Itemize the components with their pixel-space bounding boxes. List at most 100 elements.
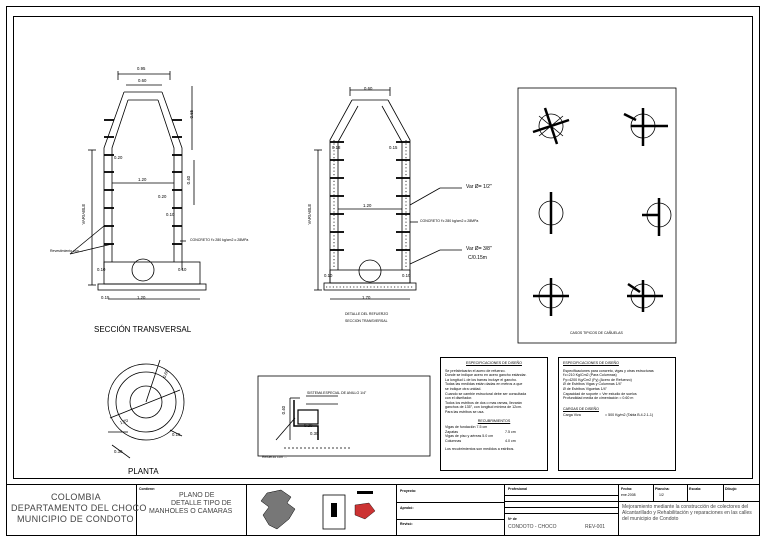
tapa-note1: SISTEMA ESPECIAL DE ANILLO 1/4": [307, 391, 367, 395]
spec2-row: Carga Viva= 500 Kg/m2 (Tabla B.4.2.1-1): [563, 413, 654, 418]
spec1-line: Para las estribos se usa.: [445, 409, 485, 414]
tb-firma-label: Profesional: [508, 487, 528, 491]
spec1-line: Donde se indique acero en acero gancho e…: [445, 373, 527, 378]
tb-fecha-value: ene.2008: [621, 493, 636, 497]
dim-bottom-right: 0.10: [178, 267, 187, 272]
spec1-rec-row: Vigas de fundación 7.5 cm: [445, 425, 488, 430]
variable-label: VARIABLE: [81, 203, 87, 225]
tb-content: Contiene: PLANO DE DETALLE TIPO DE MANHO…: [137, 485, 247, 536]
spec2-line: Fy=4200 Kg/Cm2 (Fy) (Acero de Refuerzo): [563, 377, 632, 382]
dr-concrete: CONCRETO f'c 280 kg/cm2 o 28MPa: [420, 219, 479, 223]
tapa-dim-d3: 0.30: [310, 431, 319, 436]
tb-entity-line2: DEPARTAMENTO DEL CHOCO: [11, 503, 147, 513]
planta-dim-d4: 0.30: [114, 449, 123, 454]
dim-top-outer: 0.95: [137, 66, 146, 71]
dr-dim-bottom-right: 0.10: [402, 273, 411, 278]
dim-top-side: 0.65: [189, 109, 195, 119]
seccion-transversal-title: SECCIÓN TRANSVERSAL: [94, 325, 192, 334]
dr-var2-line1: Var Ø= 3/8": [466, 246, 492, 252]
tb-dibujo-label: Dibujó:: [725, 487, 738, 491]
tb-approvals: Proyecto: Aprobó: Revisó:: [397, 485, 505, 536]
spec1-line: con el diseñador.: [445, 396, 473, 401]
spec2-line: Capacidad de soporte = Ver estudio de su…: [563, 391, 637, 396]
tb-matricula: CONDOTO - CHOCO: [508, 524, 557, 530]
tb-aprobo: Aprobó:: [400, 506, 414, 510]
tapa-note2: Refuerzo con ...: [262, 455, 287, 459]
tb-content-line2: DETALLE TIPO DE: [171, 500, 232, 507]
spec1-line: Todas las medidas están dadas en metros …: [445, 382, 523, 387]
spec1-subtitle: RECUBRIMIENTOS: [477, 418, 511, 423]
dr-dim-bottom-left: 0.10: [324, 273, 333, 278]
dr-variable-label: VARIABLE: [307, 203, 313, 225]
planta-dim-d3: 0.15: [172, 432, 181, 437]
tb-revision: REV-001: [585, 524, 606, 530]
dim-d1: 0.20: [114, 155, 123, 160]
dr-dim-base: 1.70: [362, 295, 371, 300]
tb-reviso: Revisó:: [400, 522, 413, 526]
detalle-tapa-drawing: [275, 395, 350, 449]
tapa-dim-d1: 0.40: [281, 405, 287, 415]
left-note: Revestimiento con ...: [50, 249, 83, 253]
detalle-tapa-frame: [257, 375, 431, 457]
tb-maps: [247, 485, 397, 536]
spec1-line: Se prefabricarán el acero de refuerzo.: [445, 368, 506, 373]
dr-title-line1: DETALLE DEL REFUERZO: [345, 312, 389, 316]
spec2-title: ESPECIFICACIONES DE DISEÑO: [563, 361, 619, 365]
tb-content-line3: MANHOLES O CAMARAS: [149, 508, 233, 515]
title-block: COLOMBIA DEPARTAMENTO DEL CHOCO MUNICIPI…: [7, 484, 759, 536]
dr-title-line2: SECCION TRANSVERSAL: [345, 319, 388, 323]
spec2-line: Especificaciones para concreto, vigas y …: [563, 368, 654, 373]
tb-signature: Profesional Nº de CONDOTO - CHOCO REV-00…: [505, 485, 619, 536]
dim-d2: 0.40: [186, 175, 192, 185]
spec1-line: Cuando se cambie estructural debe ser co…: [445, 391, 527, 396]
tb-plano-label: Plancha:: [655, 487, 670, 491]
dim-bottom-left: 0.10: [97, 267, 106, 272]
dim-top-inner: 0.60: [138, 78, 147, 83]
planta-title: PLANTA: [128, 467, 159, 476]
seccion-transversal-drawing: [69, 71, 207, 300]
drawing-area: [13, 16, 753, 479]
dr-dim-top: 0.60: [364, 86, 373, 91]
tb-plano-value: 1/2: [659, 493, 664, 497]
dr-dim-width: 1.20: [363, 203, 372, 208]
spec1-line: Todos los estribos de dos o mas ramas, l…: [445, 400, 522, 405]
tb-content-line1: PLANO DE: [179, 492, 215, 499]
canuelas-frame: [517, 87, 677, 344]
tb-entity-line3: MUNICIPIO DE CONDOTO: [17, 514, 134, 524]
dim-d3: 0.20: [158, 194, 167, 199]
dr-dim-d1: 0.18: [332, 145, 341, 150]
dim-d4: 0.10: [166, 212, 175, 217]
tb-content-label: Contiene:: [139, 487, 156, 491]
spec2-line: Ø de Estribos Vigas y Columnas 1/4": [563, 382, 622, 387]
tb-proyecto: Proyecto:: [400, 489, 417, 493]
especificaciones-box-1: ESPECIFICACIONES DE DISEÑO Se prefabrica…: [440, 357, 548, 471]
spec1-line: se indique otra unidad.: [445, 386, 482, 391]
dr-var1: Var Ø= 1/2": [466, 184, 492, 190]
tb-sheet-number: Nº de: [508, 517, 517, 521]
tb-fecha-label: Fecha:: [621, 487, 633, 491]
spec2-line: Profundidad media de cimentación = 0.60 …: [563, 396, 634, 401]
tb-project-text: Mejoramiento mediante la construcción de…: [622, 504, 752, 522]
tapa-dim-d2: 0.20: [304, 423, 313, 428]
canuelas-cases: [532, 107, 672, 316]
tb-entity-line1: COLOMBIA: [51, 492, 101, 502]
drawing-sheet: [6, 6, 760, 536]
dr-var2-line2: C/0.15m: [468, 255, 487, 261]
spec2-line: f'c=210 Kg/Cm2 (Para Columnas): [563, 373, 617, 378]
dr-dim-d2: 0.15: [389, 145, 398, 150]
dim-base-width: 1.20: [137, 295, 146, 300]
especificaciones-box-2: ESPECIFICACIONES DE DISEÑO Especificacio…: [558, 357, 676, 471]
dim-base-left: 0.15: [101, 295, 110, 300]
planta-drawing: [107, 359, 185, 459]
tb-escala-label: Escala:: [689, 487, 702, 491]
spec1-line: La longitud L de los barras incluye el g…: [445, 377, 517, 382]
spec2-line: Ø de Estribos Viguetas 1/4": [563, 386, 607, 391]
concrete-label: CONCRETO f'c 280 kg/cm2 o 28MPa: [190, 238, 249, 242]
tb-project: Fecha: ene.2008 Plancha: 1/2 Escala: Dib…: [619, 485, 759, 536]
spec2-subtitle: CARGAS DE DISEÑO: [563, 406, 599, 411]
spec1-footnote: Los recubrimientos son medidos a estribo…: [445, 446, 515, 451]
spec1-rec-row: Vigas de piso y aéreas 5.0 cm: [445, 434, 494, 439]
